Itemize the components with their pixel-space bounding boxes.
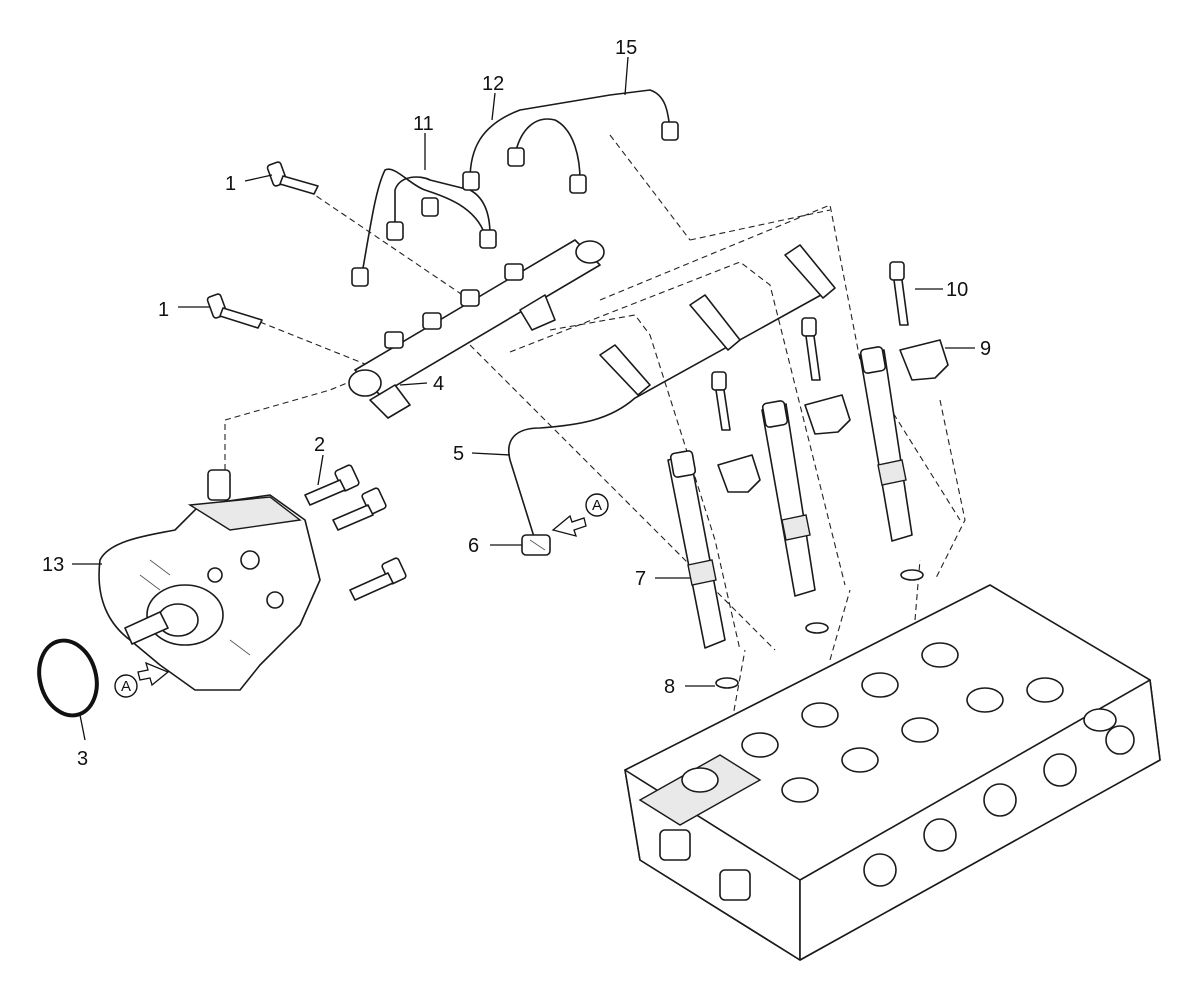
injection-pipes [351,89,679,287]
callout-9: 9 [980,338,991,360]
reference-arrows [137,514,587,687]
callout-4: 4 [433,373,444,395]
leader-lines [72,56,975,741]
injector-2 [761,400,816,597]
callout-10: 10 [946,279,968,301]
injector-3 [859,346,913,542]
rail-bolt-upper [266,161,319,195]
callout-11: 11 [413,113,434,135]
cylinder-head [624,584,1161,961]
callout-15: 15 [615,37,637,59]
clamp-bolts [711,261,909,431]
callout-3: 3 [77,748,88,770]
head-ports [659,642,1135,901]
injector-washers [715,569,924,689]
callout-1-upper: 1 [225,173,236,195]
callout-8: 8 [664,676,675,698]
reference-a-lower: A [114,674,138,698]
reference-marks: A A [114,493,609,698]
callout-2: 2 [314,434,325,456]
common-rail [348,239,605,419]
injector-clamps [717,339,949,493]
injector-1 [667,450,726,649]
callout-7: 7 [635,568,646,590]
o-ring [37,638,99,718]
pump-bolts [304,464,407,601]
fuel-injection-pump [98,469,321,691]
callout-5: 5 [453,443,464,465]
reference-a-upper: A [585,493,609,517]
callout-1-lower: 1 [158,299,169,321]
assembly-centerlines [224,134,966,761]
pipe-nuts [351,121,679,287]
callout-labels: 1 1 2 3 4 5 6 7 8 9 10 11 12 13 15 [42,37,991,770]
callout-13: 13 [42,554,64,576]
leak-off-banjo [521,534,551,556]
rail-bolt-lower [206,293,263,329]
callout-6: 6 [468,535,479,557]
callout-12: 12 [482,73,504,95]
svg-text:A: A [121,678,131,695]
svg-text:A: A [592,497,602,514]
leak-off-pipe [508,244,836,541]
